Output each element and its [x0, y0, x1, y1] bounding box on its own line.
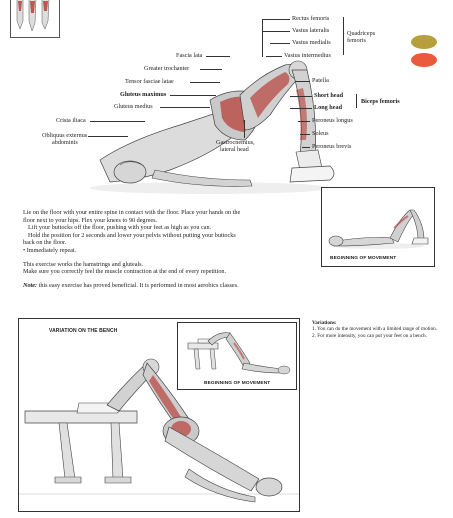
bench-variation-frame: VARIATION ON THE BENCH	[18, 318, 300, 512]
label-greater-trochanter: Greater trochanter	[144, 65, 190, 72]
bench-variation-illustration	[19, 358, 299, 503]
instruction-line: Make sure you correctly feel the muscle …	[23, 268, 227, 276]
instructions-block: Lie on the floor with your entire spine …	[23, 209, 295, 289]
label-vastus-intermedius: Vastus intermedius	[284, 52, 331, 59]
leader-short	[290, 96, 312, 97]
variation-item-1: 1. You can do the movement with a limite…	[312, 326, 438, 333]
label-long-head: Long head	[314, 104, 343, 111]
leader-vertical-rectus	[262, 19, 263, 57]
leader-patella	[295, 81, 310, 82]
thumbnail-figures	[16, 0, 50, 32]
leader-gluteus-med	[160, 107, 210, 108]
variation-item-2: 2. For more intensity, you can put your …	[312, 332, 427, 339]
label-vastus-lateralis: Vastus lateralis	[292, 27, 330, 34]
leader-peroneus-l	[298, 121, 310, 122]
instruction-line: Lie on the floor with your entire spine …	[23, 209, 241, 216]
label-peroneus-brevis: Peroneus brevis	[312, 143, 352, 150]
leader-gluteus-max	[170, 95, 216, 96]
label-obliquus-1: Obliquus externus	[42, 132, 88, 139]
label-soleus: Soleus	[312, 130, 329, 137]
leader-soleus	[300, 134, 310, 135]
instruction-line: Lift your buttocks off the floor, pushin…	[28, 224, 212, 232]
bench-inset-figure	[187, 332, 291, 375]
leader-vastus-med	[270, 43, 290, 44]
note-text: this easy exercise has proved beneficial…	[37, 281, 239, 289]
leader-rectus	[262, 19, 290, 20]
label-patella: Patella	[312, 77, 329, 84]
label-crista-iliaca: Crista iliaca	[56, 117, 86, 124]
instruction-line: Hold the position for 2 seconds and lowe…	[28, 231, 236, 239]
leader-tensor	[190, 82, 220, 83]
bench-variation-title: VARIATION ON THE BENCH	[49, 328, 118, 334]
label-biceps-femoris: Biceps femoris	[361, 98, 400, 105]
label-gastrocnemius-2: lateral head	[220, 146, 249, 153]
label-obliquus-2: abdominis	[52, 139, 78, 146]
swatch-coral	[411, 53, 437, 67]
label-peroneus-longus: Peroneus longus	[312, 117, 353, 124]
inset-figure-lying	[328, 209, 429, 249]
leader-trochanter	[200, 69, 222, 70]
label-quadriceps-femoris: femoris	[347, 37, 366, 44]
note-line: Note: this easy exercise has proved bene…	[23, 282, 295, 290]
label-quadriceps: Quadriceps	[347, 30, 376, 37]
leader-peroneus-b	[302, 147, 310, 148]
variations-title: Variations:	[312, 320, 337, 326]
label-gluteus-medius: Gluteus medius	[114, 103, 153, 110]
label-rectus-femoris: Rectus femoris	[292, 15, 330, 22]
leader-long	[290, 108, 312, 109]
leader-gastrocnemius	[244, 120, 245, 138]
label-fascia-lata: Fascia lata	[176, 52, 203, 59]
inset-beginning-bench: BEGINNING OF MOVEMENT	[177, 322, 297, 390]
leader-vastus-lat	[262, 31, 290, 32]
leader-fascia	[206, 56, 230, 57]
bench-inset-caption: BEGINNING OF MOVEMENT	[204, 381, 271, 386]
leader-obliquus	[88, 136, 128, 137]
label-short-head: Short head	[314, 92, 344, 99]
leader-biceps-bracket	[356, 94, 357, 108]
leader-quadriceps-bracket	[343, 17, 344, 55]
label-vastus-medialis: Vastus medialis	[292, 39, 331, 46]
swatch-olive	[411, 35, 437, 49]
note-label: Note:	[23, 281, 38, 289]
variations-block: Variations: 1. You can do the movement w…	[312, 320, 444, 339]
label-tensor-fasciae-latae: Tensor fasciae latae	[125, 78, 174, 85]
inset-top-caption: BEGINNING OF MOVEMENT	[330, 256, 397, 261]
instruction-line: floor next to your hips. Flex your knees…	[23, 216, 158, 224]
inset-beginning-top: BEGINNING OF MOVEMENT	[321, 187, 435, 267]
leader-vastus-int	[266, 56, 282, 57]
instruction-line: back on the floor.	[23, 239, 67, 247]
anatomy-illustration-bridge	[90, 60, 335, 194]
instruction-line: • Immediately repeat.	[23, 246, 77, 254]
leader-crista	[90, 121, 145, 122]
instruction-line: This exercise works the hamstrings and g…	[23, 260, 144, 268]
label-gastrocnemius-1: Gastrocnemius,	[216, 139, 255, 146]
thumbnail-frame	[10, 0, 60, 38]
label-gluteus-maximus: Gluteus maximus	[120, 91, 167, 98]
